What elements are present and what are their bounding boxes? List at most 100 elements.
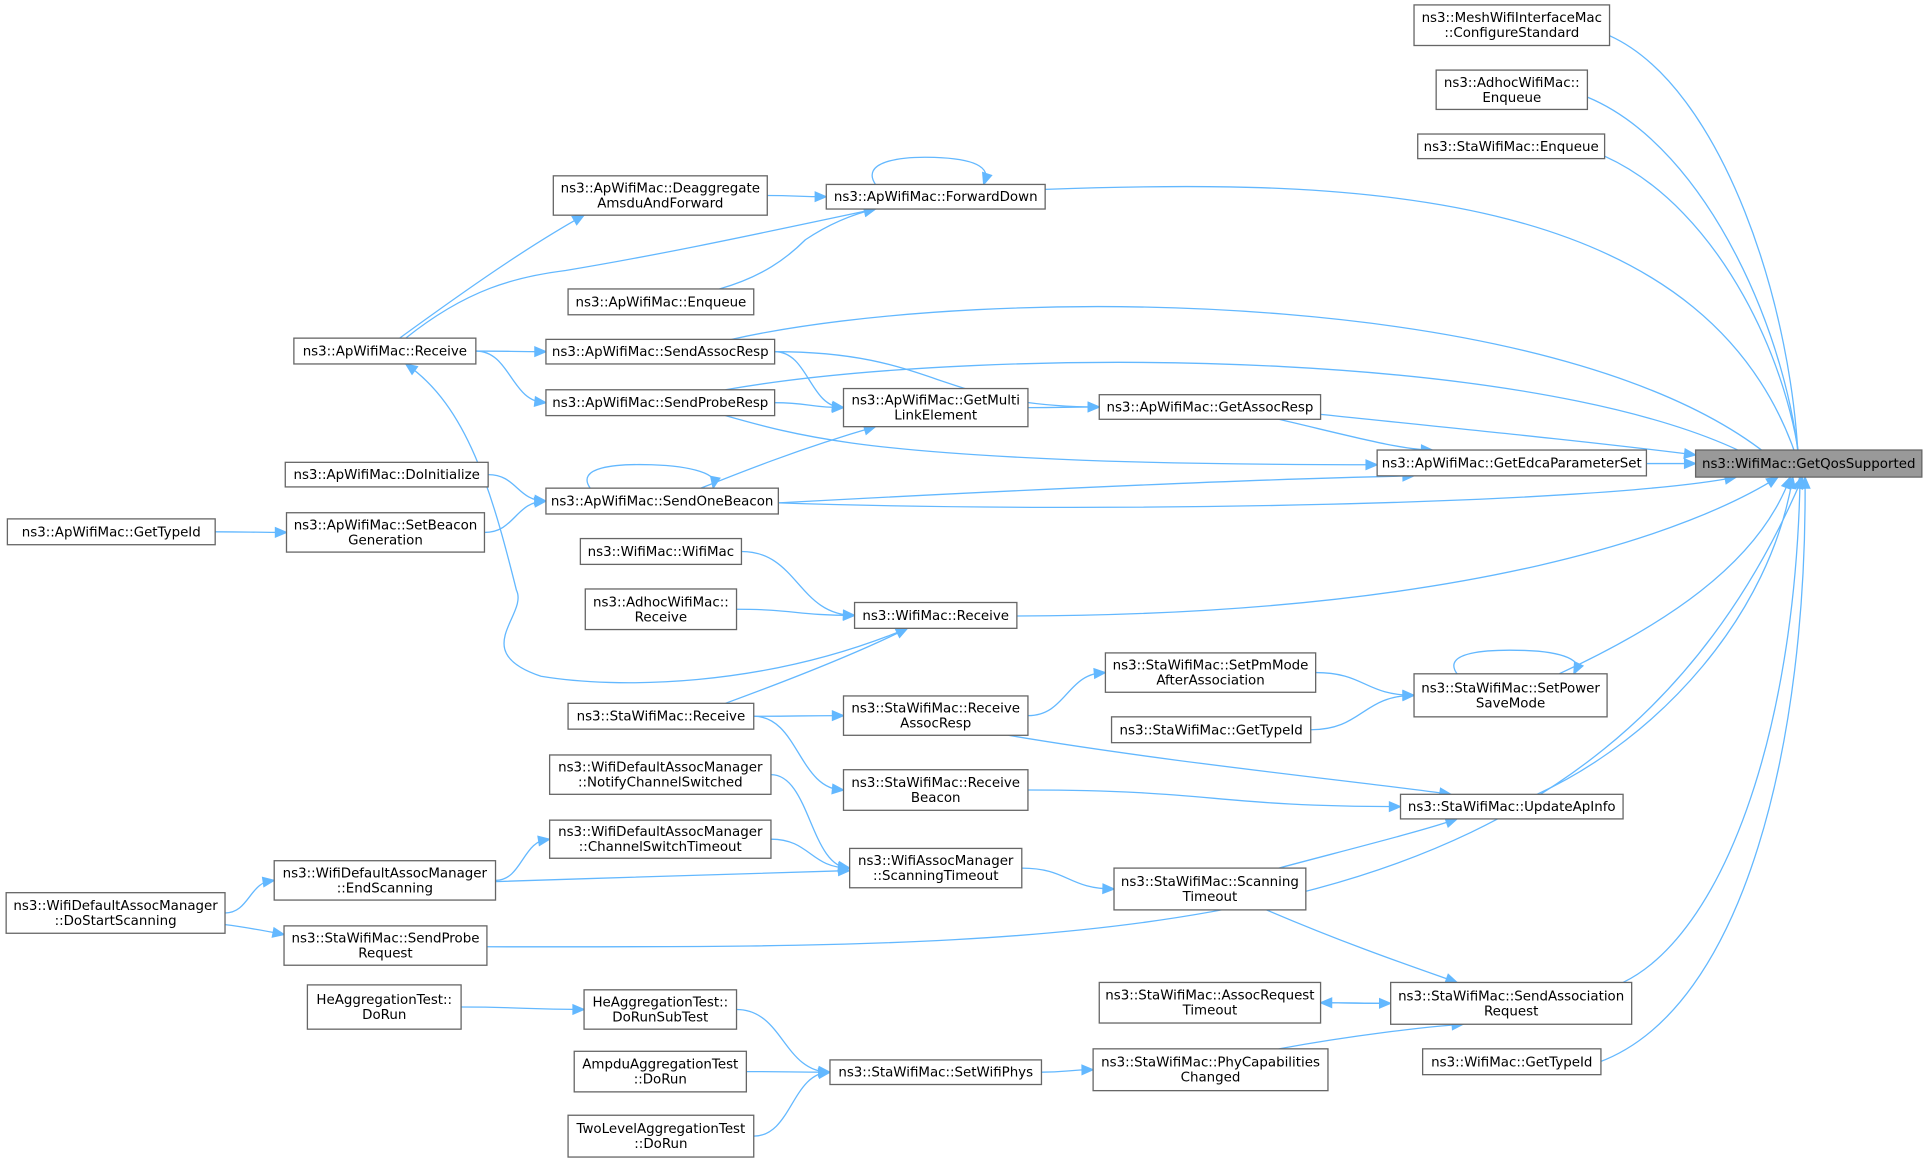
node-adhocRecv[interactable]: ns3::AdhocWifiMac::Receive bbox=[584, 588, 738, 631]
edge-staTypeId-to-staSetPower bbox=[1311, 690, 1416, 730]
node-apGetAssoc[interactable]: ns3::ApWifiMac::GetAssocResp bbox=[1098, 394, 1322, 420]
edge-line bbox=[1623, 477, 1800, 982]
node-box bbox=[573, 1050, 748, 1093]
node-mesh[interactable]: ns3::MeshWifiInterfaceMac::ConfigureStan… bbox=[1413, 4, 1611, 47]
node-label-line: ns3::ApWifiMac::GetMulti bbox=[851, 394, 1020, 409]
node-adhocEnq[interactable]: ns3::AdhocWifiMac::Enqueue bbox=[1435, 69, 1589, 111]
node-apFwd[interactable]: ns3::ApWifiMac::ForwardDown bbox=[825, 183, 1046, 210]
node-apSendProbe[interactable]: ns3::ApWifiMac::SendProbeResp bbox=[545, 389, 776, 417]
node-label-line: ns3::WifiDefaultAssocManager bbox=[283, 866, 488, 881]
node-box bbox=[567, 288, 755, 316]
node-apEdca[interactable]: ns3::ApWifiMac::GetEdcaParameterSet bbox=[1376, 449, 1648, 477]
node-staUpdateAp[interactable]: ns3::StaWifiMac::UpdateApInfo bbox=[1399, 793, 1624, 820]
edge-apFwd-to-focus bbox=[1045, 186, 1805, 479]
node-box bbox=[567, 702, 755, 730]
edge-apSendAssoc-to-apGetAssoc bbox=[775, 352, 1101, 413]
node-label-line: ns3::ApWifiMac::GetEdcaParameterSet bbox=[1382, 456, 1642, 471]
node-label-line: ns3::WifiAssocManager bbox=[858, 854, 1014, 869]
node-label-line: ns3::WifiDefaultAssocManager bbox=[558, 761, 763, 776]
node-staTypeId[interactable]: ns3::StaWifiMac::GetTypeId bbox=[1110, 716, 1312, 744]
node-wifiMacCtor[interactable]: ns3::WifiMac::WifiMac bbox=[579, 537, 743, 566]
edge-line bbox=[1045, 186, 1802, 477]
node-label-line: ns3::AdhocWifiMac:: bbox=[593, 595, 729, 610]
node-staScanTimeout[interactable]: ns3::StaWifiMac::ScanningTimeout bbox=[1113, 867, 1307, 911]
edge-heDoRun-to-heDoRunSub bbox=[461, 1003, 586, 1016]
edge-line bbox=[587, 465, 715, 489]
node-box bbox=[842, 695, 1029, 736]
node-staSetPhys[interactable]: ns3::StaWifiMac::SetWifiPhys bbox=[829, 1059, 1043, 1086]
edge-line bbox=[461, 1007, 584, 1009]
edge-line bbox=[746, 1072, 830, 1073]
node-apRecv[interactable]: ns3::ApWifiMac::Receive bbox=[293, 337, 477, 365]
node-apEnq[interactable]: ns3::ApWifiMac::Enqueue bbox=[567, 288, 755, 316]
edge-apEnq-to-apFwd bbox=[719, 206, 878, 289]
edge-arrowhead bbox=[831, 401, 846, 414]
node-wdamDoStart[interactable]: ns3::WifiDefaultAssocManager::DoStartSca… bbox=[5, 892, 226, 934]
node-box bbox=[545, 338, 776, 365]
node-wdamChTimeout[interactable]: ns3::WifiDefaultAssocManager::ChannelSwi… bbox=[548, 819, 772, 859]
node-box bbox=[1110, 716, 1312, 744]
node-label-line: ns3::StaWifiMac::Scanning bbox=[1121, 875, 1299, 890]
node-box bbox=[829, 1059, 1043, 1086]
edge-arrowhead bbox=[1573, 660, 1585, 676]
node-twoLevelDoRun[interactable]: TwoLevelAggregationTest::DoRun bbox=[567, 1114, 755, 1158]
edge-adhocEnq-to-focus bbox=[1587, 97, 1805, 479]
edge-wifiMacTypeId-to-focus bbox=[1598, 475, 1811, 1062]
node-wdamEndScan[interactable]: ns3::WifiDefaultAssocManager::EndScannin… bbox=[273, 860, 497, 901]
node-heDoRunSub[interactable]: HeAggregationTest::DoRunSubTest bbox=[583, 989, 738, 1030]
node-label-line: ::DoStartScanning bbox=[55, 914, 177, 929]
node-staSetPmMode[interactable]: ns3::StaWifiMac::SetPmModeAfterAssociati… bbox=[1104, 652, 1317, 693]
edge-line bbox=[1008, 735, 1451, 794]
edge-wdamDoStart-to-wdamEndScan bbox=[225, 876, 276, 913]
edge-apTypeId-to-apSetBeacon bbox=[215, 526, 289, 538]
node-staEnq[interactable]: ns3::StaWifiMac::Enqueue bbox=[1417, 133, 1606, 160]
edge-apRecv-to-apSendAssoc bbox=[476, 346, 548, 358]
node-label-line: ns3::StaWifiMac::Receive bbox=[577, 710, 746, 725]
node-label-line: ns3::ApWifiMac::SendAssocResp bbox=[552, 345, 769, 360]
node-staRecv[interactable]: ns3::StaWifiMac::Receive bbox=[567, 702, 755, 730]
node-apDoInit[interactable]: ns3::ApWifiMac::DoInitialize bbox=[284, 461, 489, 488]
edge-line bbox=[406, 364, 908, 683]
edge-staUpdateAp-to-focus bbox=[1537, 475, 1797, 794]
node-label-line: TwoLevelAggregationTest bbox=[576, 1122, 746, 1137]
edge-line bbox=[754, 716, 844, 790]
edge-apOneBeacon-to-apEdca bbox=[778, 470, 1416, 502]
focus-node[interactable]: ns3::WifiMac::GetQosSupported bbox=[1694, 449, 1923, 478]
edge-line bbox=[778, 477, 1736, 507]
node-label-line: ns3::StaWifiMac::SetPower bbox=[1421, 681, 1600, 696]
node-label-line: ns3::WifiMac::Receive bbox=[862, 609, 1009, 624]
node-wifiMacTypeId[interactable]: ns3::WifiMac::GetTypeId bbox=[1421, 1048, 1602, 1076]
node-box bbox=[567, 1114, 755, 1158]
node-label-line: ::ConfigureStandard bbox=[1444, 26, 1579, 41]
node-wdamNotify[interactable]: ns3::WifiDefaultAssocManager::NotifyChan… bbox=[548, 754, 772, 795]
edge-arrowhead bbox=[271, 926, 286, 938]
node-wifiRecv[interactable]: ns3::WifiMac::Receive bbox=[853, 601, 1018, 629]
node-apDeagg[interactable]: ns3::ApWifiMac::DeaggregateAmsduAndForwa… bbox=[552, 175, 768, 216]
node-apOneBeacon[interactable]: ns3::ApWifiMac::SendOneBeacon bbox=[545, 487, 779, 515]
edge-apGetAssoc-to-apEdca bbox=[1279, 419, 1435, 456]
node-apSendAssoc[interactable]: ns3::ApWifiMac::SendAssocResp bbox=[545, 338, 776, 365]
edge-arrowhead bbox=[1785, 475, 1797, 490]
node-label-line: ns3::ApWifiMac::ForwardDown bbox=[834, 190, 1038, 205]
edge-arrowhead bbox=[1799, 475, 1811, 489]
edge-line bbox=[1028, 790, 1401, 807]
edge-arrowhead bbox=[709, 475, 721, 490]
node-label-line: ns3::ApWifiMac::SetBeacon bbox=[294, 518, 478, 533]
edge-line bbox=[406, 209, 876, 338]
edge-apFwd-to-apFwd bbox=[872, 157, 993, 186]
node-apTypeId[interactable]: ns3::ApWifiMac::GetTypeId bbox=[6, 518, 216, 546]
node-box bbox=[1113, 867, 1307, 911]
node-ampduDoRun[interactable]: AmpduAggregationTest::DoRun bbox=[573, 1050, 748, 1093]
node-wamScanTimeout[interactable]: ns3::WifiAssocManager::ScanningTimeout bbox=[848, 847, 1023, 889]
edge-arrowhead bbox=[572, 1003, 586, 1016]
node-heDoRun[interactable]: HeAggregationTest::DoRun bbox=[306, 984, 462, 1030]
